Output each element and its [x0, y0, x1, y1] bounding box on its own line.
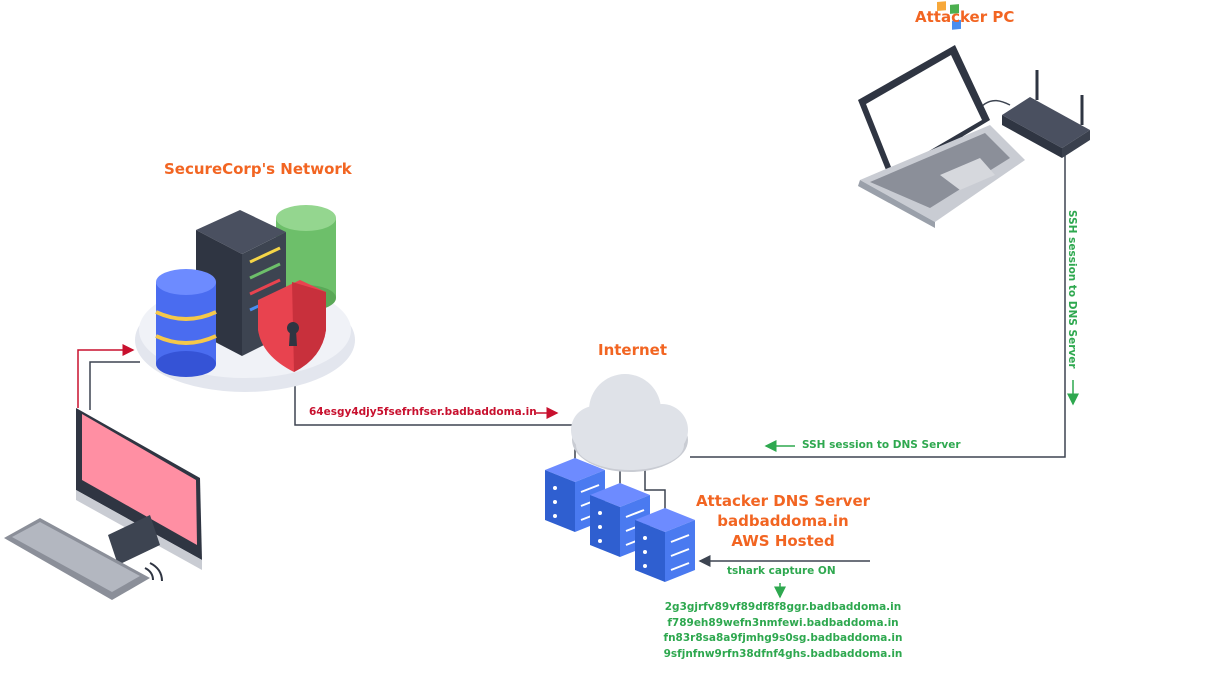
- dns-server-title-line-3: AWS Hosted: [731, 532, 835, 550]
- securecorp-network-title: SecureCorp's Network: [164, 160, 352, 178]
- dns-server-stack-icon: [545, 458, 695, 582]
- workstation-icon: [4, 408, 202, 600]
- internet-cloud-icon: [571, 374, 688, 472]
- tshark-capture-label: tshark capture ON: [727, 565, 836, 577]
- dns-server-title-line-1: Attacker DNS Server: [695, 492, 871, 510]
- captured-query: fn83r8sa8a9fjmhg9s0sg.badbaddoma.in: [663, 632, 903, 644]
- workstation-to-network-line: [89, 361, 140, 410]
- dns-server-title: Attacker DNS Server badbaddoma.in AWS Ho…: [690, 491, 876, 551]
- attacker-pc-title: Attacker PC: [915, 8, 1015, 26]
- ssh-vertical-label: SSH session to DNS Server: [1066, 210, 1078, 369]
- captured-query: f789eh89wefn3nmfewi.badbaddoma.in: [667, 616, 899, 629]
- attacker-laptop-icon: [858, 1, 1025, 228]
- dns-server-title-line-2: badbaddoma.in: [717, 512, 849, 530]
- captured-query: 9sfjnfnw9rfn38dfnf4ghs.badbaddoma.in: [663, 647, 903, 660]
- internet-title: Internet: [598, 341, 668, 359]
- attacker-router-to-internet-line: [690, 150, 1066, 458]
- securecorp-network-icon: [135, 205, 355, 392]
- captured-queries-list: 2g3gjrfv89vf89df8f8ggr.badbaddoma.in f78…: [660, 600, 906, 662]
- captured-query: 2g3gjrfv89vf89df8f8ggr.badbaddoma.in: [664, 601, 902, 613]
- exfil-query-label: 64esgy4djy5fsefrhfser.badbaddoma.in: [309, 406, 537, 418]
- dns-server-to-cloud-line-3: [644, 470, 666, 515]
- ssh-horizontal-label: SSH session to DNS Server: [802, 439, 961, 451]
- network-to-internet-line: [294, 370, 585, 426]
- exfil-route-arrow: [77, 344, 135, 408]
- dns-server-box: [635, 508, 695, 582]
- router-icon: [1002, 70, 1090, 158]
